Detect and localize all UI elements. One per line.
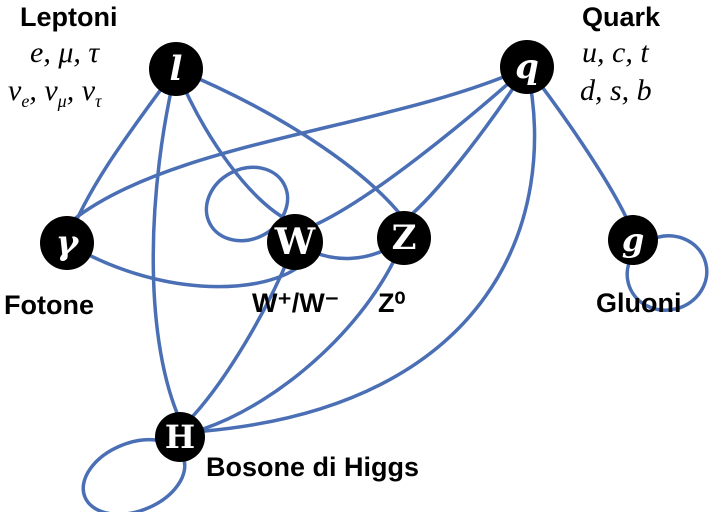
edge-w-self-loop	[204, 165, 290, 243]
edge-quark-photon	[71, 65, 529, 222]
z-boson-label: Z⁰	[378, 288, 406, 318]
w-boson-label: W⁺/W⁻	[252, 288, 339, 318]
node-photon: γ	[40, 216, 94, 270]
edge-quark-w	[315, 65, 529, 226]
nu-symbol: ν	[81, 74, 96, 107]
nu-symbol: ν	[8, 74, 22, 107]
edge-lepton-w	[174, 67, 290, 222]
edge-photon-w	[65, 241, 302, 289]
edge-z-higgs	[201, 236, 406, 431]
edge-lepton-z	[174, 67, 402, 216]
node-gluon: g	[608, 215, 658, 265]
edge-lepton-higgs	[151, 67, 179, 415]
node-higgs: H	[155, 412, 205, 462]
node-w-boson: W	[267, 214, 323, 270]
photon-label: Fotone	[4, 290, 94, 320]
leptons-title: Leptoni	[20, 2, 118, 32]
quark-list-2: d, s, b	[580, 74, 652, 107]
node-quark: q	[500, 40, 554, 94]
lepton-list: e, μ, τ	[30, 36, 100, 69]
quark-list-1: u, c, t	[582, 36, 649, 69]
node-z-boson: Z	[377, 211, 431, 265]
quarks-title: Quark	[582, 2, 661, 32]
edge-quark-higgs	[203, 65, 537, 433]
nu-symbol: ν	[44, 74, 58, 107]
higgs-label: Bosone di Higgs	[206, 452, 420, 482]
gluon-label: Gluoni	[596, 288, 682, 318]
node-lepton: l	[149, 42, 203, 96]
lepton-neutrino-list: νe, νμ, ντ	[8, 74, 102, 111]
